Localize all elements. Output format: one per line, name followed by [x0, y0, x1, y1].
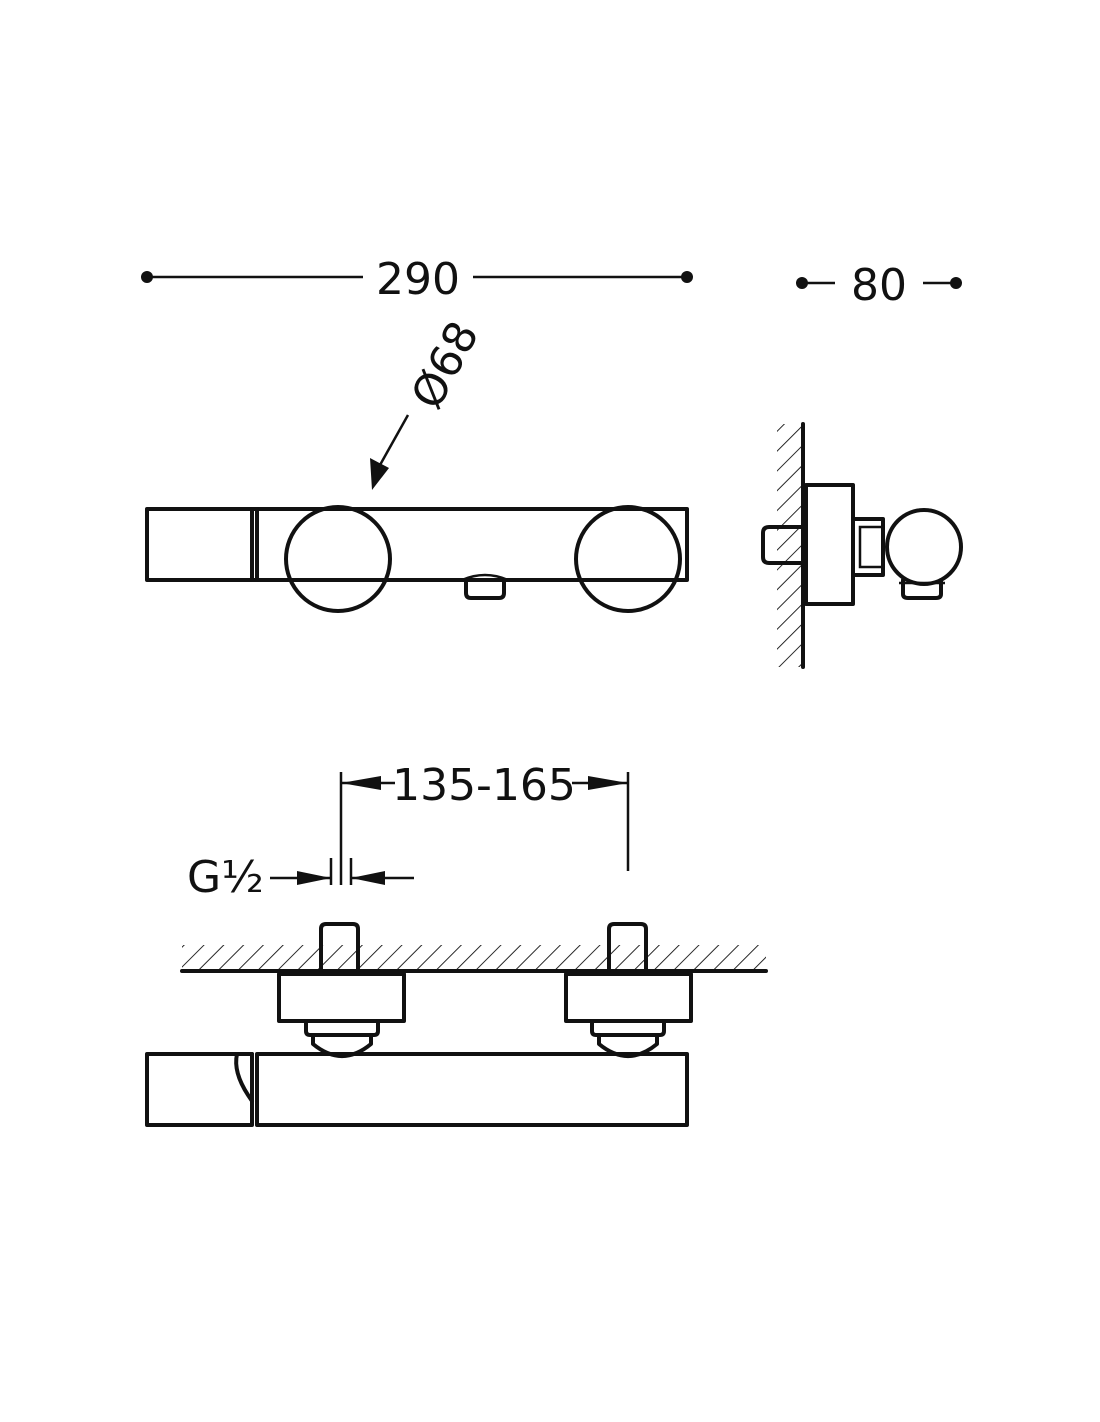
wall-section-top — [180, 945, 768, 973]
thread-fraction: ½ — [221, 852, 264, 903]
inlet-nut-right — [590, 1019, 666, 1058]
inlet-nut-left — [304, 1019, 380, 1058]
outlet-side — [901, 578, 943, 600]
dimension-label-thread: G½ — [187, 852, 264, 903]
side-view: 80 — [761, 260, 963, 669]
wall-section-side — [777, 422, 805, 669]
wall-connector-left — [319, 922, 360, 973]
escutcheon-left — [277, 972, 406, 1023]
front-view: 290 Ø68 — [141, 254, 693, 613]
thread-letter: G — [187, 852, 221, 903]
dimension-thread: G½ — [187, 852, 414, 903]
mixer-body-top — [145, 1052, 689, 1127]
handle-block — [145, 507, 254, 582]
mixer-body-main — [255, 1052, 689, 1127]
dimension-label-length: 290 — [376, 254, 460, 305]
escutcheon-right — [564, 972, 693, 1023]
top-view: 135-165 G½ — [145, 760, 768, 1127]
body-profile — [885, 508, 963, 586]
right-knob — [574, 505, 682, 613]
wall-connector-right — [607, 922, 648, 973]
dimension-label-diameter: Ø68 — [402, 313, 490, 417]
wall-connector — [761, 525, 805, 565]
handle-block-top — [145, 1052, 254, 1127]
escutcheon-side — [804, 483, 855, 606]
dimension-overall-length: 290 — [141, 254, 693, 305]
dimension-label-spacing: 135-165 — [392, 760, 576, 811]
left-knob — [284, 505, 392, 613]
outlet-nipple — [461, 573, 509, 600]
dimension-inlet-spacing: 135-165 — [339, 760, 630, 885]
mixer-body — [255, 507, 689, 582]
dimension-depth: 80 — [796, 260, 962, 311]
dimension-label-depth: 80 — [851, 260, 907, 311]
dimension-knob-diameter: Ø68 — [370, 313, 489, 490]
